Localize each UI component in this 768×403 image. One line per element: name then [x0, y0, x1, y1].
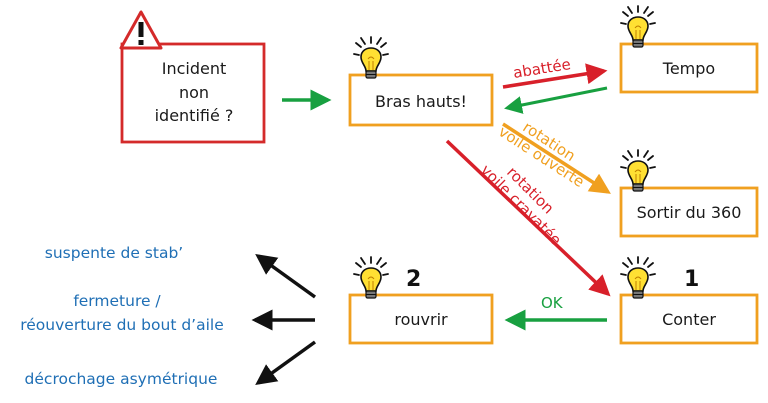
- arrow-bras-to-conter: [445, 139, 611, 297]
- conter-badge: 1: [684, 267, 699, 292]
- incident-line-3: identifié ?: [155, 106, 234, 125]
- sortir-box: Sortir du 360: [619, 149, 759, 238]
- tempo-label: Tempo: [662, 59, 715, 78]
- rouvrir-box: 2 rouvrir: [348, 256, 494, 345]
- lightbulb-icon: [353, 256, 389, 299]
- cause-fermeture-1: fermeture /: [73, 292, 161, 310]
- lightbulb-icon: [353, 36, 389, 79]
- arrow-bras-to-tempo: [502, 63, 608, 89]
- cause-suspente: suspente de stab’: [45, 244, 183, 262]
- incident-box: Incident non identifié ?: [119, 10, 266, 144]
- conter-label: Conter: [662, 310, 716, 329]
- rouvrir-badge: 2: [406, 267, 421, 292]
- incident-line-1: Incident: [162, 59, 227, 78]
- arrow-tempo-to-bras: [504, 86, 608, 114]
- cause-decrochage: décrochage asymétrique: [25, 370, 218, 388]
- bras-hauts-label: Bras hauts!: [375, 92, 467, 111]
- arrow-bras-to-sortir: [502, 122, 611, 194]
- bras-hauts-box: Bras hauts!: [348, 36, 494, 127]
- incident-line-2: non: [179, 83, 209, 102]
- warning-icon: [119, 10, 163, 50]
- conter-box: 1 Conter: [619, 256, 759, 345]
- lightbulb-icon: [620, 5, 656, 48]
- lightbulb-icon: [620, 149, 656, 192]
- edge-label-ok: OK: [541, 294, 564, 312]
- arrow-cause-1: [255, 253, 317, 299]
- cause-fermeture-2: réouverture du bout d’aile: [20, 316, 224, 334]
- tempo-box: Tempo: [619, 5, 759, 94]
- arrow-cause-3: [255, 340, 317, 386]
- lightbulb-icon: [620, 256, 656, 299]
- rouvrir-label: rouvrir: [394, 310, 448, 329]
- sortir-label: Sortir du 360: [637, 203, 742, 222]
